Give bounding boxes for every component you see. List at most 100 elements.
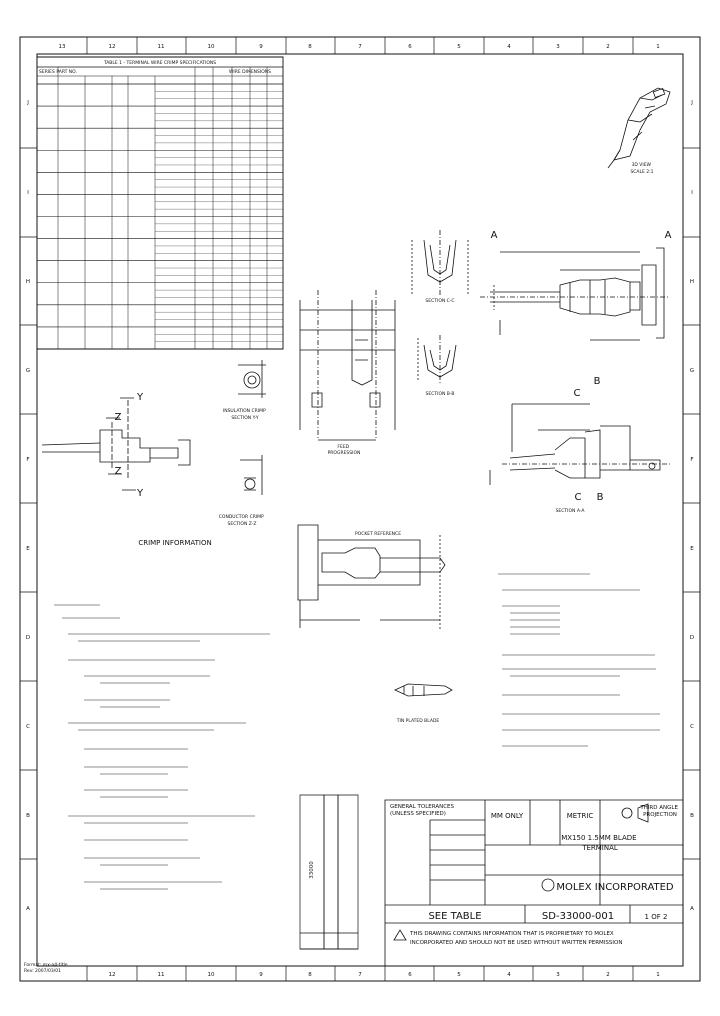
product-title: MX150 1.5MM BLADE TERMINAL <box>561 834 639 852</box>
product-title-1: MX150 1.5MM BLADE <box>561 834 636 842</box>
pocket-reference-label: POCKET REFERENCE <box>355 531 401 537</box>
terminal-side-view <box>480 248 670 340</box>
feed-progression-label: FEED PROGRESSION <box>328 444 361 456</box>
inner-border <box>37 54 683 966</box>
left-zone-A: A <box>26 906 30 912</box>
product-title-2: TERMINAL <box>581 844 618 852</box>
left-zone-H: H <box>26 279 30 285</box>
right-zone-C: C <box>690 724 694 730</box>
section-aa-view <box>490 404 670 485</box>
left-zone-I: I <box>27 190 29 196</box>
right-zone-G: G <box>690 368 694 374</box>
format-line: Format: mx-a4-title <box>24 962 68 968</box>
right-zone-E: E <box>690 546 694 552</box>
marker-b-lower: B <box>597 492 604 503</box>
marker-y-bottom: Y <box>136 488 144 499</box>
right-zone-F: F <box>690 457 693 463</box>
marker-z-top: Z <box>115 412 122 423</box>
top-zone-10: 10 <box>208 44 215 50</box>
bottom-zone-5: 5 <box>457 972 461 978</box>
bottom-zone-7: 7 <box>358 972 362 978</box>
top-zone-3: 3 <box>556 44 560 50</box>
conductor-label-1: CONDUCTOR CRIMP <box>219 514 264 520</box>
iso-view-label-2: SCALE 2:1 <box>630 169 653 175</box>
tin-plated-blade-view <box>395 684 452 696</box>
bottom-zone-8: 8 <box>308 972 312 978</box>
top-zone-6: 6 <box>408 44 412 50</box>
top-zone-5: 5 <box>457 44 461 50</box>
bottom-zone-4: 4 <box>507 972 511 978</box>
proprietary-1: THIS DRAWING CONTAINS INFORMATION THAT I… <box>409 931 614 937</box>
top-zone-12: 12 <box>109 44 116 50</box>
bottom-zone-3: 3 <box>556 972 560 978</box>
feed-label-1: FEED <box>337 444 349 450</box>
top-zone-13: 13 <box>59 44 66 50</box>
top-zone-9: 9 <box>259 44 263 50</box>
iso-view <box>608 88 670 168</box>
left-zone-F: F <box>26 457 29 463</box>
feed-label-2: PROGRESSION <box>328 450 361 456</box>
outer-border <box>20 37 700 981</box>
projection-1: THIRD ANGLE <box>639 805 678 811</box>
proprietary-2: INCORPORATED AND SHOULD NOT BE USED WITH… <box>410 940 622 946</box>
series-number-vertical: 33000 <box>309 861 315 879</box>
left-zone-E: E <box>26 546 30 552</box>
general-tolerances: GENERAL TOLERANCES (UNLESS SPECIFIED) <box>390 804 456 817</box>
right-zone-B: B <box>690 813 694 819</box>
bottom-zone-6: 6 <box>408 972 412 978</box>
top-zone-7: 7 <box>358 44 362 50</box>
conductor-crimp-label: CONDUCTOR CRIMP SECTION Z-Z <box>219 514 265 527</box>
general-tolerances-1: GENERAL TOLERANCES <box>390 804 455 810</box>
top-zone-strip <box>87 37 633 54</box>
section-cc-label: SECTION C-C <box>425 298 454 304</box>
dimension-units: MM ONLY <box>491 812 524 820</box>
left-zone-D: D <box>26 635 30 641</box>
crimp-side-view <box>42 398 190 490</box>
tin-plated-blade-label: TIN PLATED BLADE <box>396 718 440 724</box>
conductor-label-2: SECTION Z-Z <box>228 521 257 527</box>
iso-view-label: 3D VIEW SCALE 2:1 <box>630 162 653 175</box>
spec-table-rows <box>37 91 283 341</box>
bottom-zone-11: 11 <box>158 972 165 978</box>
right-zone-D: D <box>690 635 694 641</box>
insulation-label-1: INSULATION CRIMP <box>223 408 266 414</box>
conductor-crimp-view <box>240 455 262 495</box>
right-zone-J: J <box>690 100 693 106</box>
section-bb-view <box>418 335 456 385</box>
marker-a-left: A <box>491 230 498 241</box>
marker-z-bottom: Z <box>115 466 122 477</box>
left-zone-C: C <box>26 724 30 730</box>
section-cc-view <box>412 230 468 295</box>
insulation-label-2: SECTION Y-Y <box>231 415 259 421</box>
projection-2: PROJECTION <box>643 812 677 818</box>
top-zone-4: 4 <box>507 44 511 50</box>
spec-table-title: TABLE 1 - TERMINAL WIRE CRIMP SPECIFICAT… <box>103 60 216 66</box>
marker-y-top: Y <box>136 392 144 403</box>
sheet-number: 1 OF 2 <box>645 913 668 921</box>
company-name: MOLEX INCORPORATED <box>556 882 674 893</box>
title-block <box>385 800 683 966</box>
left-zone-G: G <box>26 368 30 374</box>
projection-label: THIRD ANGLE PROJECTION <box>639 805 679 818</box>
side-zone-ticks <box>20 148 700 859</box>
rev-line: Rev: 2007/03/01 <box>24 968 61 974</box>
left-zone-B: B <box>26 813 30 819</box>
revision-column: 33000 <box>300 795 358 949</box>
title-block-warning-icon <box>394 930 406 940</box>
spec-table: TABLE 1 - TERMINAL WIRE CRIMP SPECIFICAT… <box>37 57 283 349</box>
top-zone-2: 2 <box>606 44 610 50</box>
see-table: SEE TABLE <box>428 911 481 922</box>
document-number: SD-33000-001 <box>542 911 614 922</box>
insulation-crimp-view <box>238 360 266 398</box>
marker-c-upper: C <box>574 388 581 399</box>
top-zone-8: 8 <box>308 44 312 50</box>
general-tolerances-2: (UNLESS SPECIFIED) <box>390 811 446 817</box>
crimp-info-heading: CRIMP INFORMATION <box>138 539 211 547</box>
bottom-corner-format: Format: mx-a4-title Rev: 2007/03/01 <box>24 962 69 974</box>
top-zone-11: 11 <box>158 44 165 50</box>
section-aa-label: SECTION A-A <box>556 508 586 514</box>
bottom-zone-10: 10 <box>208 972 215 978</box>
left-zone-J: J <box>26 100 29 106</box>
right-zone-A: A <box>690 906 694 912</box>
notes-left <box>54 605 270 889</box>
